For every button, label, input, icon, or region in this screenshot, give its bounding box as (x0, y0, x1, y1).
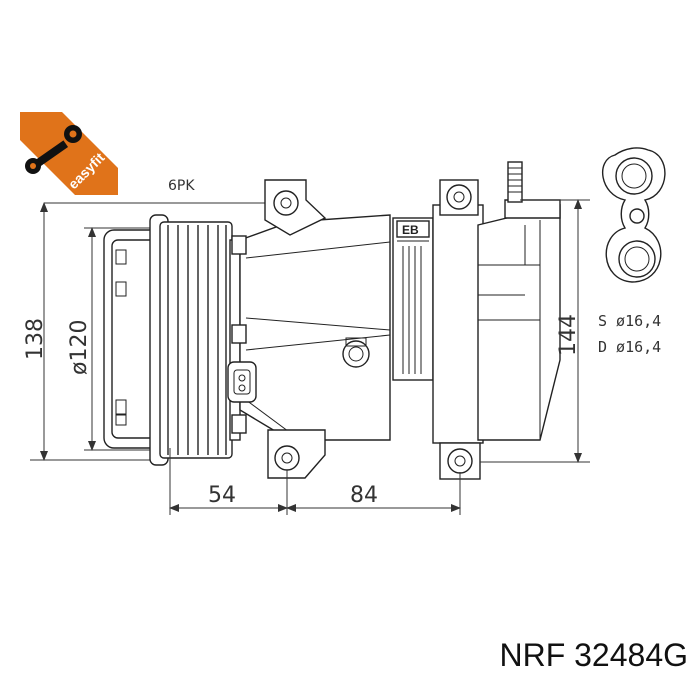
front-housing (231, 214, 391, 441)
pulley-grooves (167, 225, 227, 455)
front-bottom-mount (267, 429, 326, 479)
port-suction-label: S ø16,4 (598, 312, 661, 330)
label-badge: EB (402, 223, 419, 237)
dimension-144: 144 (556, 314, 581, 356)
rear-top-mount (439, 179, 479, 216)
rear-housing (432, 199, 561, 444)
part-caption: NRF 32484G (499, 637, 688, 674)
rear-bottom-mount (439, 442, 481, 480)
dimension-bottom: 54 84 (169, 448, 461, 515)
front-top-mount (264, 179, 327, 236)
label-plate: EB (392, 217, 434, 381)
wrench-icon (25, 125, 82, 174)
pulley (103, 214, 241, 466)
electrical-connector (227, 361, 257, 403)
dimension-height-body: 138 (23, 202, 160, 461)
dimension-pulley: ø120 (67, 227, 150, 451)
port-fitting (601, 147, 666, 283)
part-number: 32484G (574, 637, 688, 673)
dimension-84: 84 (350, 483, 378, 508)
dimension-height-total: 144 (480, 199, 590, 463)
belt-label: 6PK (168, 178, 195, 194)
dimension-138: 138 (23, 318, 48, 360)
rear-stud (507, 161, 523, 203)
port-discharge-label: D ø16,4 (598, 338, 661, 356)
brand-name: NRF (499, 637, 566, 673)
easyfit-logo: easyfit (20, 112, 118, 195)
dimension-diameter-120: ø120 (67, 320, 92, 375)
dimension-54: 54 (208, 483, 236, 508)
